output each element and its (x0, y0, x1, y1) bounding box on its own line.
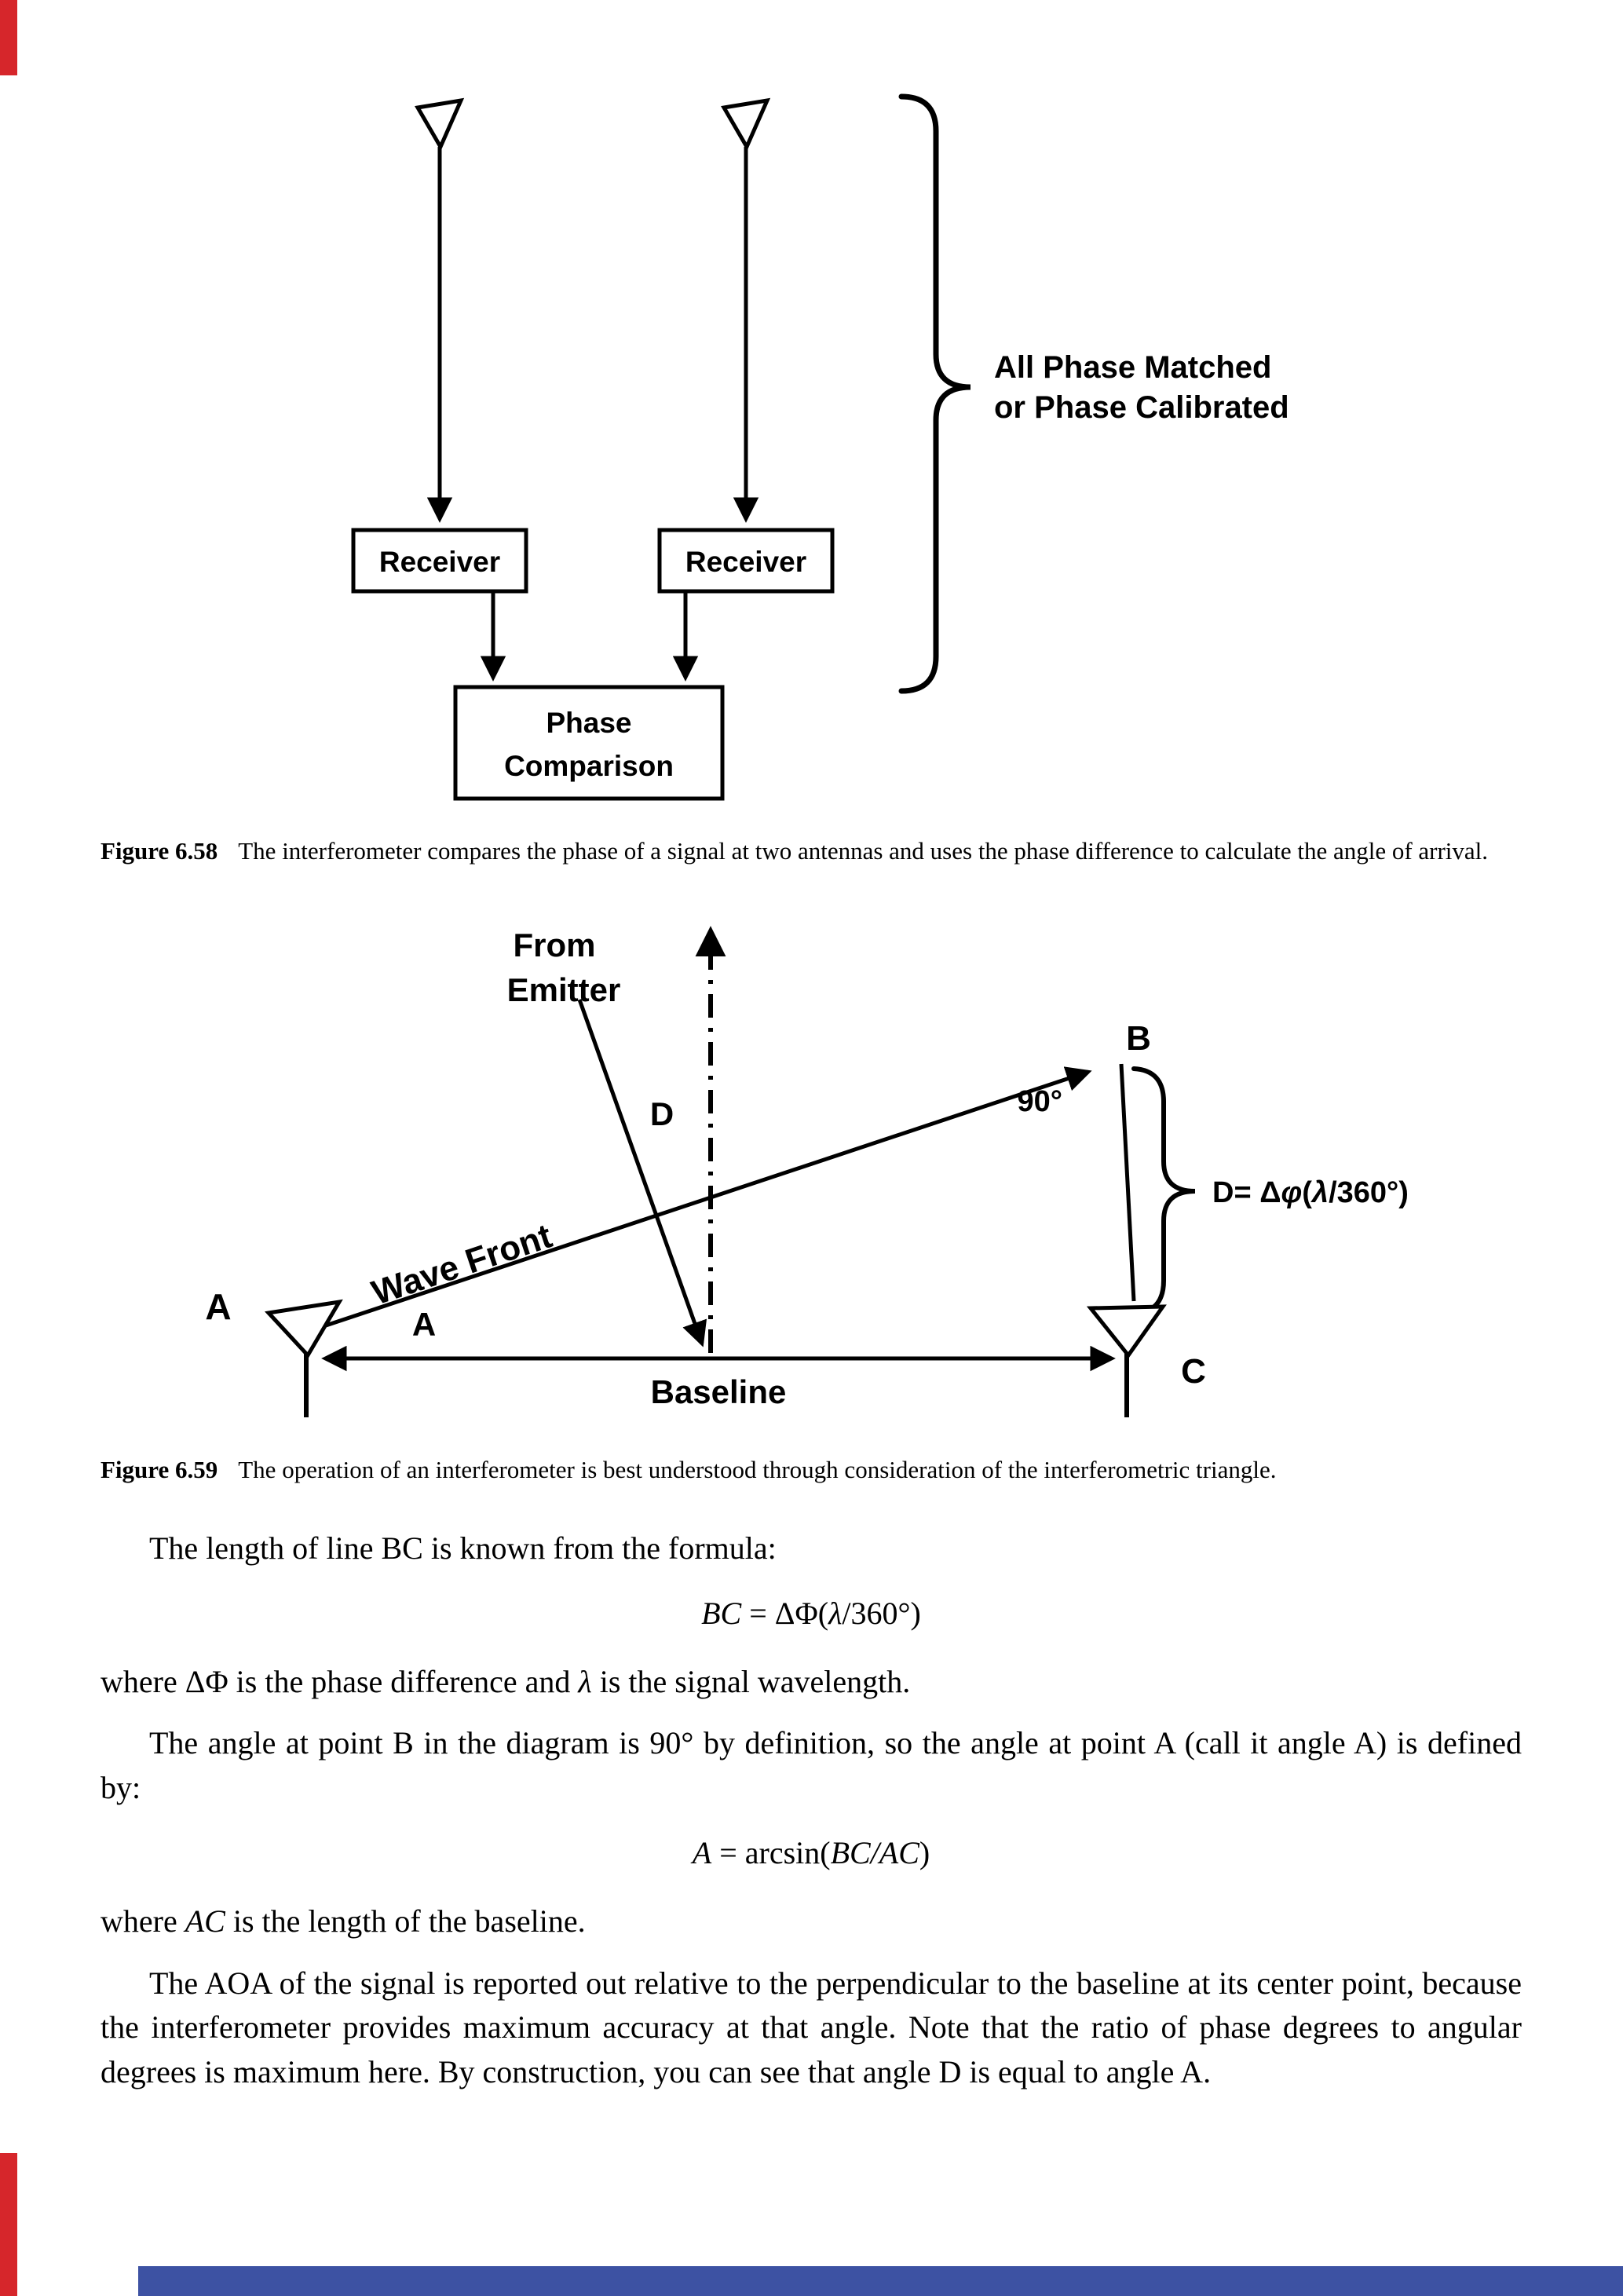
point-a-label: A (205, 1286, 231, 1327)
antenna-left-icon (415, 97, 465, 523)
wave-front-line (313, 1066, 1092, 1332)
phase-matched-note-line1: All Phase Matched (994, 350, 1271, 385)
receiver-right-box: Receiver (657, 528, 835, 594)
antenna-right-icon (721, 97, 771, 523)
angle-a-label: A (412, 1306, 436, 1343)
phase-comparison-box: Phase Comparison (453, 685, 725, 801)
bc-distance-brace (1131, 1066, 1196, 1316)
antenna-c-icon (1086, 1304, 1167, 1417)
bc-distance-formula: D= Δφ(λ/360°) (1212, 1176, 1409, 1209)
phase-matched-note-line2: or Phase Calibrated (994, 390, 1289, 425)
paragraph-formula-intro: The length of line BC is known from the … (149, 1530, 777, 1566)
formula-arcsin-var: A (692, 1834, 712, 1870)
figure-6-58-diagram: Receiver Receiver Phase Comparison All P… (351, 93, 1289, 801)
paragraph-angle-b: The angle at point B in the diagram is 9… (101, 1725, 1522, 1806)
figure-6-59-caption-label: Figure 6.59 (101, 1456, 218, 1483)
baseline-label: Baseline (651, 1373, 787, 1410)
paragraph-aoa: The AOA of the signal is reported out re… (101, 1965, 1522, 2090)
receiver-left-box: Receiver (351, 528, 528, 594)
point-b-label: B (1126, 1019, 1151, 1058)
figure-6-59-diagram: From Emitter Wave Front D 90° B A A C D=… (205, 926, 1409, 1417)
formula-bc-lambda: λ (828, 1595, 843, 1631)
formula-bc: BC = ΔΦ(λ/360°) (701, 1595, 921, 1631)
page-edge-red-bottom (0, 2153, 17, 2296)
from-emitter-label-line2: Emitter (507, 971, 621, 1008)
formula-arcsin: A = arcsin(BC/AC) (692, 1834, 930, 1870)
from-emitter-label-line1: From (514, 927, 596, 963)
formula-bc-var: BC (701, 1595, 742, 1631)
phase-comparison-line2: Comparison (504, 750, 674, 782)
point-c-label: C (1181, 1352, 1206, 1391)
paragraph-where-ac: where AC is the length of the baseline. (101, 1903, 586, 1939)
body-text: The length of line BC is known from the … (101, 1526, 1522, 2112)
emitter-signal-line (577, 999, 707, 1347)
figure-6-58-caption-label: Figure 6.58 (101, 837, 218, 865)
phase-matched-brace (898, 93, 971, 694)
wave-front-label: Wave Front (367, 1216, 557, 1312)
right-angle-label: 90° (1018, 1085, 1062, 1118)
figure-6-58-caption-text: The interferometer compares the phase of… (238, 837, 1489, 865)
phase-comparison-line1: Phase (546, 707, 631, 739)
antenna-a-icon (264, 1299, 343, 1417)
formula-arcsin-ratio: BC/AC (830, 1834, 919, 1870)
figure-6-59-caption-text: The operation of an interferometer is be… (238, 1456, 1277, 1483)
figure-6-59-caption: Figure 6.59 The operation of an interfero… (101, 1453, 1522, 1486)
paragraph-where-phase: where ΔΦ is the phase difference and λ i… (101, 1663, 911, 1699)
receiver-right-label: Receiver (685, 546, 806, 578)
page-edge-blue-bottom (138, 2266, 1623, 2296)
figure-6-58-caption: Figure 6.58 The interferometer compares t… (101, 834, 1522, 868)
receiver-left-label: Receiver (379, 546, 500, 578)
angle-d-label: D (650, 1095, 674, 1132)
page-edge-red-top (0, 0, 17, 75)
segment-bc (1119, 1063, 1136, 1302)
